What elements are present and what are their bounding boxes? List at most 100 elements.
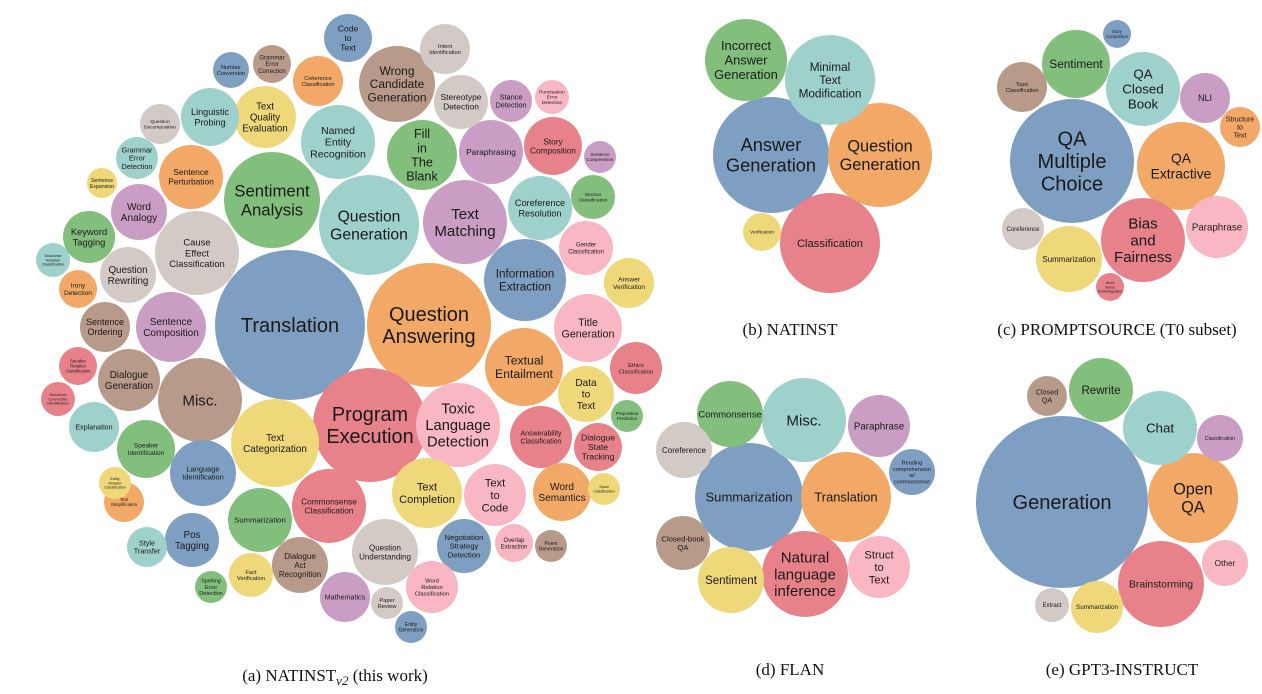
bubble-label-sentiment: Sentiment — [705, 575, 758, 587]
bubble-circle-sentence-ordering — [80, 302, 130, 352]
bubble-label-line: Style — [139, 538, 155, 547]
bubble-circle-question-generation — [319, 175, 419, 275]
bubble-circle-verification — [743, 213, 781, 251]
bubble-circle-translation — [215, 250, 365, 400]
bubble-label-line: Number — [221, 65, 241, 71]
bubble-label-line: Textual — [505, 353, 544, 367]
bubble-circle-mathematics — [320, 572, 370, 622]
bubble-label-line: Speaker — [134, 443, 159, 450]
bubble-circle-sentence-expansion — [87, 168, 117, 198]
bubble-circle-dialogue-act-recognition — [272, 537, 328, 593]
bubble-circle-story-composition — [524, 117, 582, 175]
bubble-label-line: Question — [108, 265, 147, 276]
bubble-label-line: Explanation — [75, 424, 112, 432]
bubble-label-line: Compression — [587, 157, 614, 162]
bubble-label-line: Prediction — [617, 416, 638, 421]
bubble-circle-word-relation-classification — [406, 561, 458, 613]
bubble-label-line: Answer — [618, 277, 641, 284]
bubble-brainstorming: Brainstorming — [1118, 541, 1204, 627]
bubble-circle-question-answering — [367, 263, 491, 387]
bubble-verification: Verification — [743, 213, 781, 251]
bubble-label-line: Matching — [434, 223, 495, 240]
bubble-label-line: Detection — [122, 162, 153, 171]
bubble-label-line: QA — [1042, 396, 1053, 405]
bubble-label-line: Rewriting — [108, 276, 149, 287]
bubble-label-line: Coreference — [1006, 227, 1040, 233]
bubble-label-line: Incorrect — [721, 38, 772, 53]
bubble-circle-title-generation — [554, 294, 622, 362]
bubble-label-line: Coreference — [515, 198, 565, 208]
bubble-circle-language-identification — [170, 440, 236, 506]
bubble-label-line: Minimal — [810, 61, 851, 74]
bubble-label-line: Answering — [382, 326, 475, 348]
bubble-label-line: Classification — [104, 485, 125, 489]
bubble-label-line: Text — [1234, 132, 1247, 139]
bubble-label-line: Text — [819, 74, 841, 87]
caption-b: (b) NATINST — [743, 320, 839, 339]
bubble-label-line: Entity — [405, 622, 418, 628]
bubble-label-line: Classification — [415, 592, 449, 598]
bubble-label-line: Answer — [725, 53, 769, 68]
bubble-circle-overlap-extraction — [495, 524, 533, 562]
bubble-label-line: Connective — [48, 397, 67, 401]
bubble-circle-question-decomposition — [140, 104, 180, 144]
bubble-circle-dialogue-generation — [98, 349, 160, 411]
bubble-label-line: Text — [451, 206, 480, 223]
bubble-label-line: Data — [575, 378, 597, 389]
bubble-label-line: Classification — [1005, 88, 1038, 94]
bubble-label-brainstorming: Brainstorming — [1129, 580, 1193, 591]
bubble-circle-brainstorming — [1118, 541, 1204, 627]
bubble-label-line: Detection — [448, 550, 481, 559]
bubble-circle-sentiment — [1042, 30, 1110, 98]
bubble-label-translation: Translation — [814, 490, 877, 505]
bubble-label-line: Recognition — [310, 149, 366, 161]
bubble-label-coreference: Coreference — [662, 446, 707, 455]
bubble-classification: Classification — [780, 193, 880, 293]
bubble-circle-struct-to-text — [848, 536, 910, 598]
bubble-circle-misc — [762, 378, 846, 462]
bubble-circle-question-generation — [828, 103, 932, 207]
caption-d: (d) FLAN — [756, 660, 824, 679]
bubble-label-line: Translation — [241, 315, 339, 337]
bubble-label-line: Disambiguation — [1098, 289, 1123, 293]
bubble-label-line: Language — [187, 464, 220, 473]
bubble-label-line: Relation — [108, 481, 121, 485]
